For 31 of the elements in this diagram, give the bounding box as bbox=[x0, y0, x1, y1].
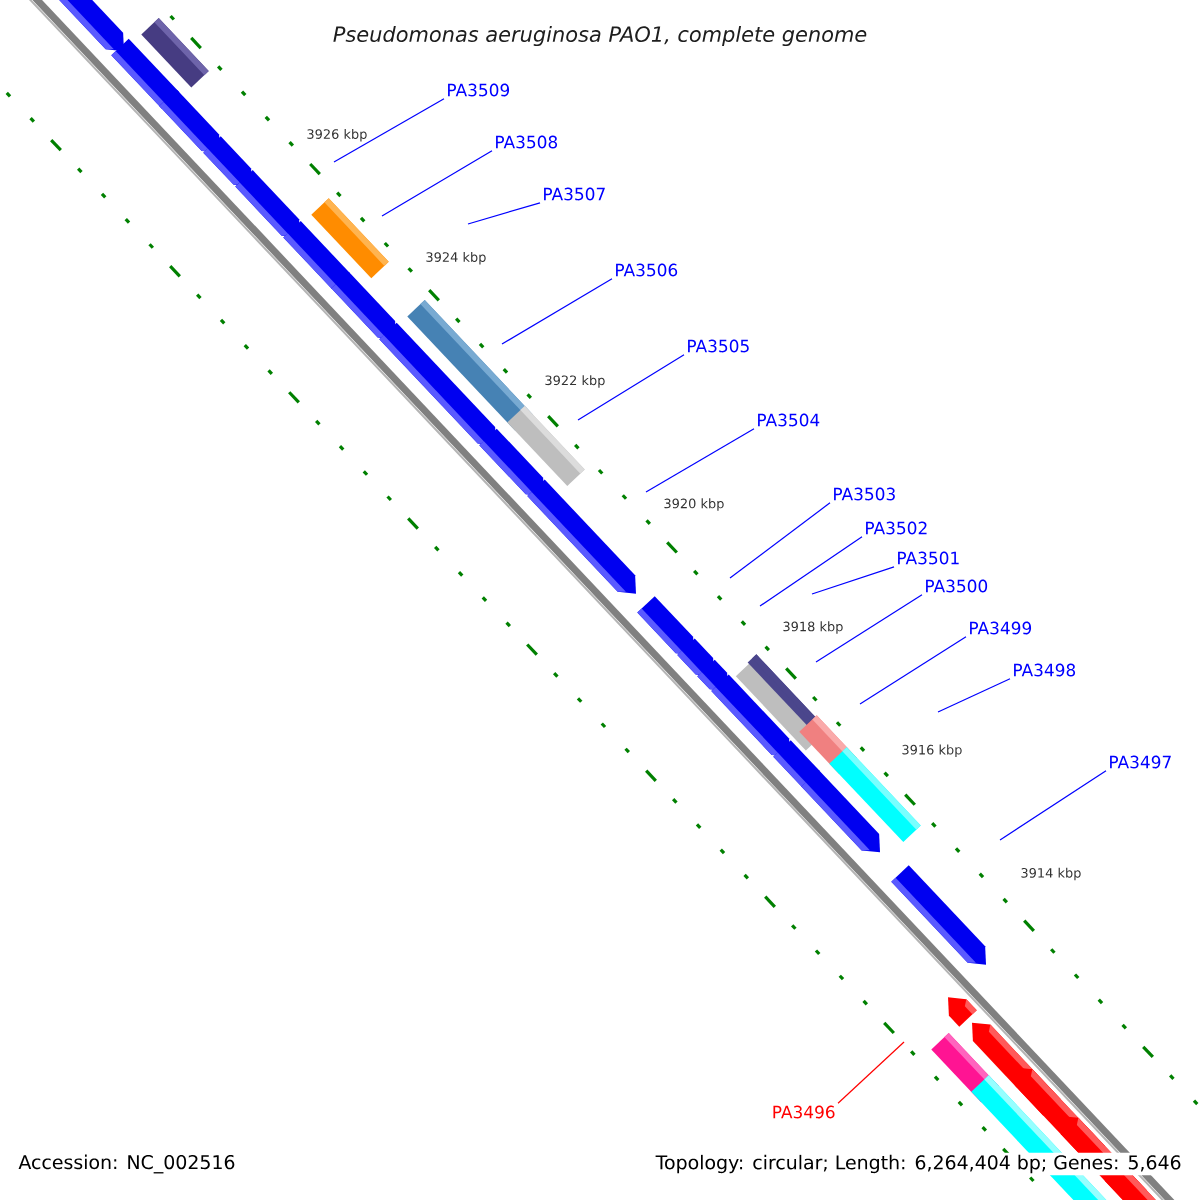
leader-line bbox=[333, 98, 445, 163]
gene-label: PA3501 bbox=[898, 551, 959, 565]
leader-line bbox=[501, 278, 613, 345]
leader-line bbox=[729, 502, 831, 579]
gene-label: PA3502 bbox=[866, 521, 927, 535]
leader-line bbox=[815, 594, 923, 663]
gene-label: PA3496 bbox=[773, 1105, 835, 1119]
leader-line bbox=[645, 428, 755, 493]
gene-label: PA3509 bbox=[448, 83, 510, 97]
gene-label: PA3504 bbox=[758, 413, 820, 427]
leader-line bbox=[811, 566, 895, 595]
leader-line bbox=[467, 202, 541, 225]
leader-line bbox=[837, 1041, 905, 1104]
gene-label: PA3499 bbox=[970, 621, 1032, 635]
title: Pseudomonas aeruginosa PAO1, complete genome bbox=[333, 25, 867, 47]
leader-line bbox=[999, 770, 1107, 841]
gene-label: PA3498 bbox=[1014, 663, 1076, 677]
genome-info-text: Topology: circular; Length: 6,264,404 bp; Genes: 5,646 bbox=[653, 1152, 1184, 1176]
leader-line bbox=[577, 354, 685, 421]
gene-label: PA3497 bbox=[1110, 755, 1171, 769]
leader-line bbox=[759, 536, 863, 607]
leader-line bbox=[859, 636, 967, 705]
gene-label: PA3500 bbox=[926, 579, 988, 593]
accession-text: Accession: NC_002516 bbox=[16, 1152, 238, 1176]
gene-label: PA3503 bbox=[834, 487, 895, 501]
leader-line bbox=[381, 150, 493, 217]
leader-line bbox=[937, 678, 1011, 713]
gene-label: PA3508 bbox=[496, 135, 558, 149]
gene-label: PA3505 bbox=[688, 339, 749, 353]
gene-label: PA3507 bbox=[544, 187, 605, 201]
gene-label: PA3506 bbox=[616, 263, 678, 277]
